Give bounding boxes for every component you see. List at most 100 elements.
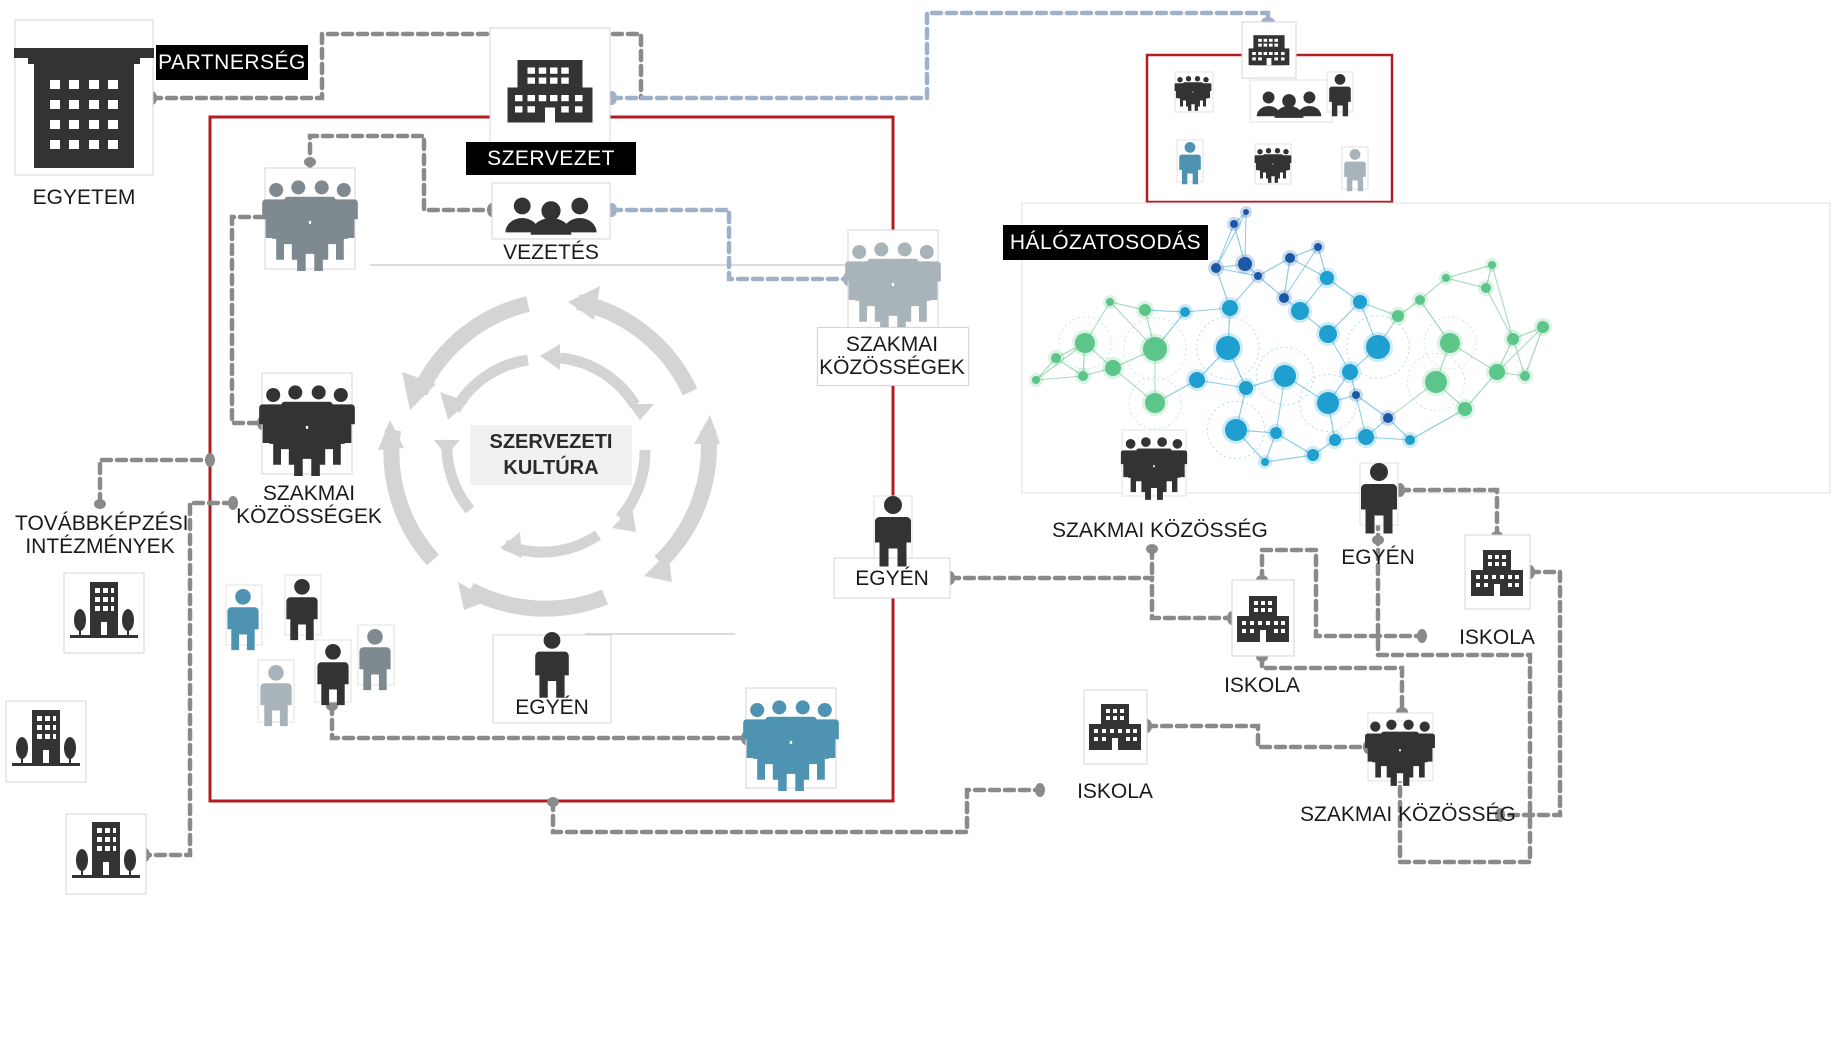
network-edge: [1215, 211, 1247, 269]
network-edge: [1275, 432, 1314, 456]
network-node: [1145, 393, 1165, 413]
network-node: [1189, 372, 1205, 388]
organizational-culture-line1: SZERVEZETI: [489, 431, 613, 453]
person-icon: [1176, 139, 1204, 185]
network-node: [1143, 337, 1167, 361]
network-node: [1105, 360, 1121, 376]
network-node: [1319, 325, 1337, 343]
crowd-icon: [259, 372, 355, 476]
network-node: [1489, 364, 1505, 380]
university-building-icon: [14, 19, 154, 176]
network-node: [1488, 261, 1496, 269]
individual-label-center: EGYÉN: [515, 696, 589, 719]
network-node: [1230, 220, 1238, 228]
school-label-3: ISKOLA: [1077, 780, 1153, 803]
crowd-icon: [262, 167, 358, 271]
network-node: [1222, 300, 1238, 316]
network-edge: [1264, 454, 1314, 463]
network-node: [1291, 302, 1309, 320]
network-edge: [1485, 287, 1514, 340]
network-node-halo: [1255, 346, 1315, 406]
network-edge: [1035, 342, 1086, 381]
network-node: [1415, 295, 1425, 305]
person-icon: [357, 624, 395, 691]
network-node-halo: [1406, 352, 1466, 412]
partnership-label: PARTNERSÉG: [156, 45, 308, 80]
network-node: [1507, 333, 1519, 345]
network-node: [1307, 449, 1319, 461]
network-node: [1317, 392, 1339, 414]
crowd-icon: [1121, 429, 1187, 500]
network-edge: [1496, 326, 1544, 373]
office-building-icon: [489, 27, 611, 144]
school-label-2: ISKOLA: [1224, 674, 1300, 697]
connector-lines: [97, 10, 1563, 865]
network-node: [1139, 304, 1151, 316]
network-node: [1358, 429, 1374, 445]
network-node: [1261, 458, 1269, 466]
organizational-culture-label: SZERVEZETI KULTÚRA: [470, 425, 632, 485]
network-edge: [1387, 417, 1411, 441]
network-node: [1078, 371, 1088, 381]
network-node-halo: [1196, 316, 1260, 380]
network-node: [1320, 271, 1334, 285]
network-edge: [1464, 371, 1498, 410]
school-building-icon: [1083, 689, 1148, 765]
network-node-halo: [1123, 317, 1187, 381]
leadership-label: VEZETÉS: [503, 241, 599, 264]
network-node: [1032, 376, 1040, 384]
network-edge: [1409, 408, 1466, 441]
network-node: [1537, 321, 1549, 333]
network-node: [1520, 371, 1530, 381]
network-edge: [1244, 211, 1247, 265]
professional-communities-label-left-line2: KÖZÖSSÉGEK: [236, 505, 382, 528]
network-node: [1254, 272, 1262, 280]
professional-communities-label-right-line2: KÖZÖSSÉGEK: [819, 356, 965, 379]
network-node: [1274, 365, 1296, 387]
network-graph-icon: [1029, 206, 1552, 469]
network-node-halo: [1346, 315, 1410, 379]
school-building-icon: [1231, 579, 1295, 657]
person-icon: [284, 574, 322, 641]
network-edge: [1257, 257, 1291, 277]
network-node: [1243, 209, 1249, 215]
network-node: [1051, 353, 1061, 363]
network-node: [1481, 283, 1491, 293]
network-node: [1329, 434, 1341, 446]
network-node-halo: [1058, 316, 1112, 370]
network-edge: [1215, 223, 1235, 269]
network-edge: [1289, 246, 1319, 259]
network-node: [1239, 381, 1253, 395]
crowd-icon: [743, 687, 839, 791]
network-node: [1075, 333, 1095, 353]
crowd-icon: [1174, 71, 1214, 113]
network-edge: [1445, 264, 1493, 279]
network-node-halo: [1128, 376, 1182, 430]
school-label-1: ISKOLA: [1459, 626, 1535, 649]
network-node: [1458, 402, 1472, 416]
network-node: [1383, 413, 1393, 423]
professional-communities-card-right: [817, 327, 969, 386]
network-node-halo: [1423, 316, 1477, 370]
network-node: [1216, 336, 1240, 360]
training-institutions-label-line2: INTÉZMÉNYEK: [25, 535, 175, 558]
training-institutions-label-line1: TOVÁBBKÉPZÉSI: [15, 512, 189, 535]
networking-label: HÁLÓZATOSODÁS: [1003, 225, 1208, 260]
network-node: [1366, 335, 1390, 359]
person-icon: [1359, 462, 1399, 534]
leadership-group-icon: [1249, 79, 1333, 123]
crowd-icon: [1254, 143, 1292, 185]
network-edge: [1215, 267, 1259, 277]
person-icon: [225, 584, 263, 651]
person-icon: [257, 659, 295, 727]
guide-lines: [370, 264, 845, 635]
network-edge: [1524, 326, 1544, 377]
person-icon: [1326, 71, 1354, 117]
network-edge: [1491, 264, 1514, 340]
network-node: [1285, 253, 1295, 263]
network-node: [1238, 257, 1252, 271]
network-edge: [1283, 257, 1291, 299]
network-edge: [1035, 375, 1084, 381]
individual-label-network: EGYÉN: [1341, 546, 1415, 569]
